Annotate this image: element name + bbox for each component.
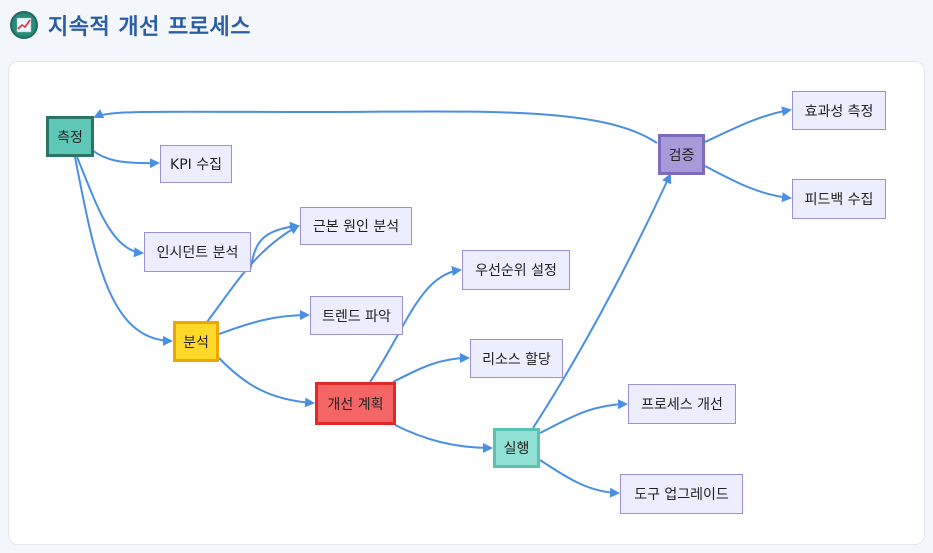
edge-plan-exec <box>394 424 493 453</box>
node-label: 리소스 할당 <box>482 351 551 368</box>
node-trend: 트렌드 파악 <box>310 296 403 335</box>
node-effect: 효과성 측정 <box>792 91 886 130</box>
edge-plan-priority <box>369 266 462 383</box>
node-rootcause: 근본 원인 분석 <box>300 207 412 245</box>
page-header: 지속적 개선 프로세스 <box>10 8 251 42</box>
node-label: 분석 <box>183 334 209 351</box>
edge-plan-resource <box>392 353 470 383</box>
node-label: 측정 <box>57 129 83 146</box>
node-label: 개선 계획 <box>327 396 384 413</box>
node-label: KPI 수집 <box>170 157 222 173</box>
node-exec: 실행 <box>493 428 540 468</box>
edge-insight-rootcause <box>249 221 300 271</box>
edge-exec-verify <box>532 173 672 429</box>
node-label: 근본 원인 분석 <box>312 219 400 235</box>
node-measure: 측정 <box>46 116 94 157</box>
node-label: 트렌드 파악 <box>322 308 391 325</box>
edge-exec-process <box>539 399 628 434</box>
node-label: 실행 <box>503 441 530 457</box>
node-feedback: 피드백 수집 <box>792 179 886 219</box>
diagram-panel <box>8 61 925 545</box>
edge-verify-effect <box>704 106 792 143</box>
node-priority: 우선순위 설정 <box>462 250 570 290</box>
edge-analyze-plan <box>218 357 315 408</box>
edge-exec-tools <box>539 459 620 498</box>
node-label: 검증 <box>668 147 695 164</box>
node-tools: 도구 업그레이드 <box>620 474 743 514</box>
node-plan: 개선 계획 <box>315 382 396 425</box>
node-analyze: 분석 <box>173 321 219 362</box>
node-label: 프로세스 개선 <box>641 397 723 413</box>
edge-measure-insight <box>76 156 144 258</box>
edge-verify-measure <box>93 109 658 144</box>
edge-measure-analyze <box>74 156 173 346</box>
edge-measure-kpi <box>91 149 160 169</box>
node-kpi: KPI 수집 <box>160 145 232 183</box>
node-label: 인시던트 분석 <box>156 245 239 261</box>
node-label: 효과성 측정 <box>804 103 874 120</box>
edge-analyze-trend <box>218 310 310 335</box>
node-label: 도구 업그레이드 <box>634 487 729 503</box>
node-label: 우선순위 설정 <box>475 263 557 279</box>
edge-verify-feedback <box>704 165 792 203</box>
node-verify: 검증 <box>658 134 705 175</box>
node-label: 피드백 수집 <box>804 192 874 208</box>
page-title: 지속적 개선 프로세스 <box>48 15 251 40</box>
chart-increasing-icon <box>10 11 38 39</box>
node-insight: 인시던트 분석 <box>144 232 251 272</box>
node-resource: 리소스 할당 <box>470 339 563 378</box>
node-process: 프로세스 개선 <box>628 384 736 424</box>
